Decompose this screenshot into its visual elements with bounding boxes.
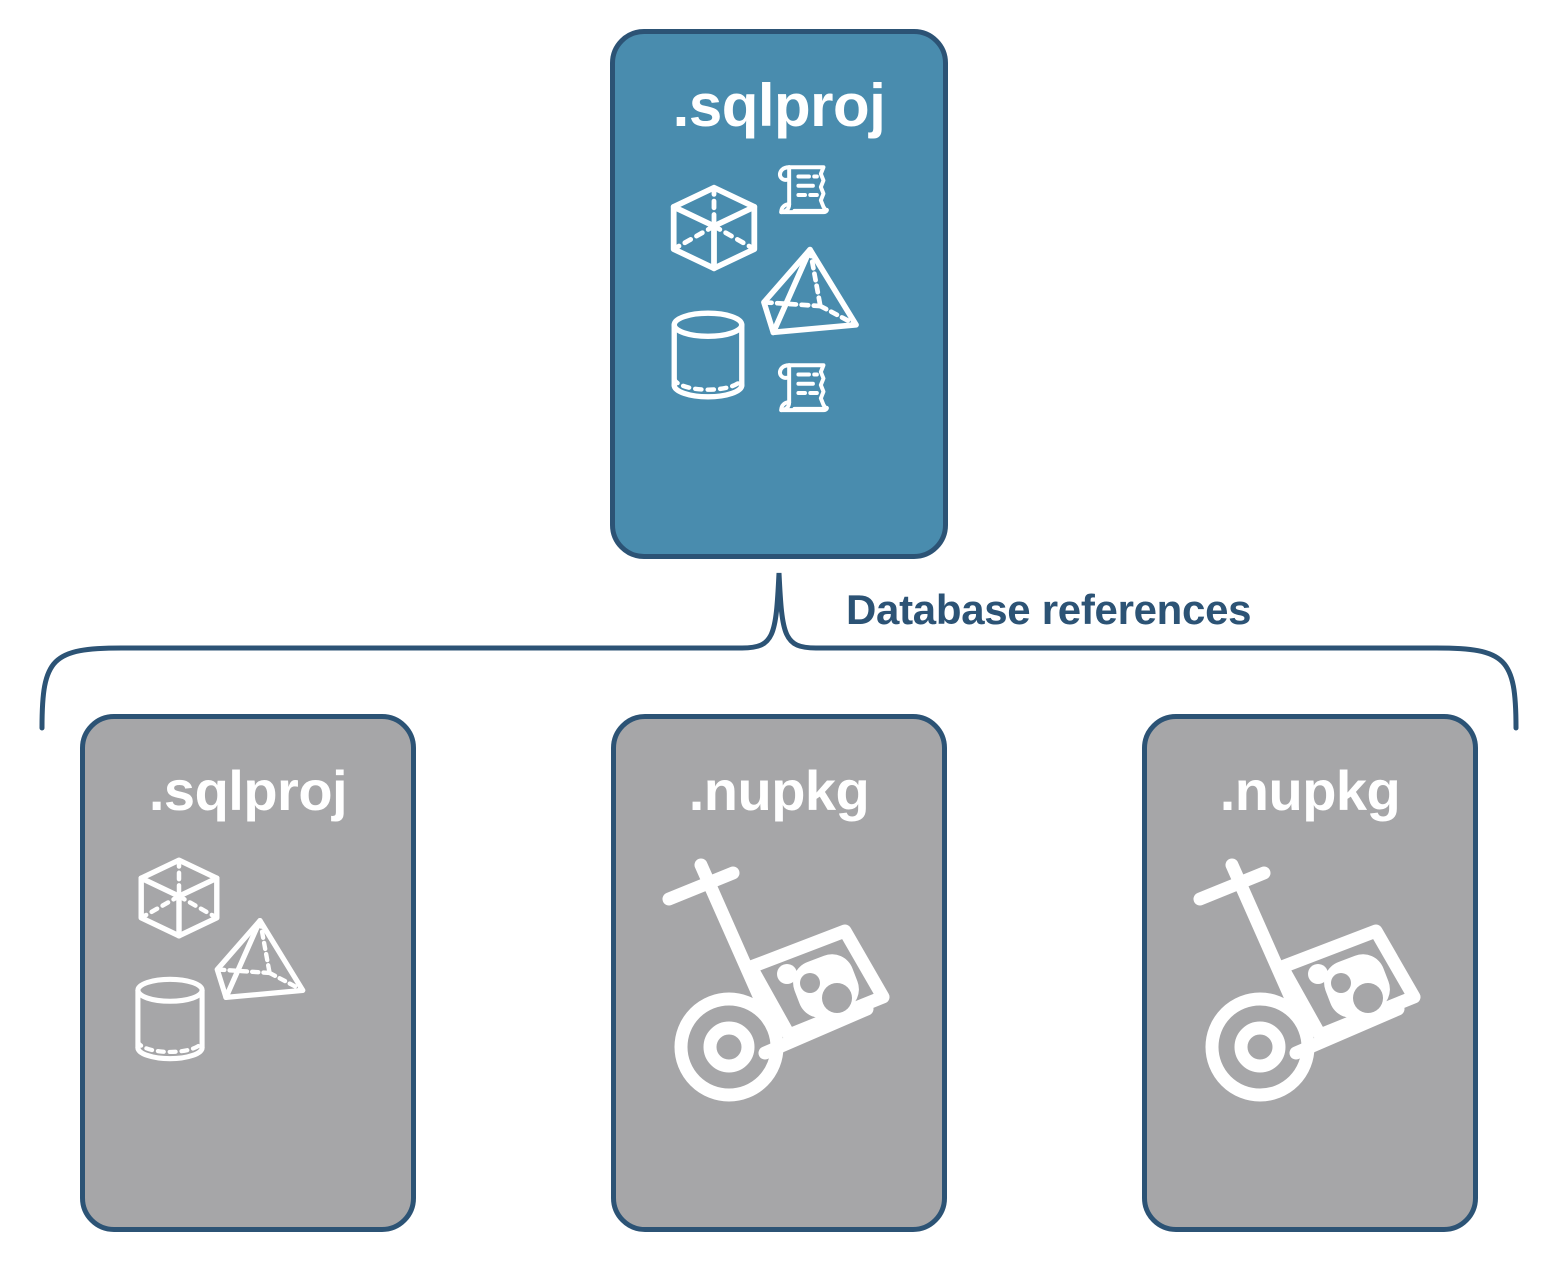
cylinder-icon: [668, 308, 748, 402]
cylinder-icon: [132, 975, 208, 1063]
node-reference-nupkg-1[interactable]: .nupkg: [611, 714, 947, 1232]
pyramid-icon: [212, 915, 308, 1003]
node-reference-nupkg-2[interactable]: .nupkg: [1142, 714, 1478, 1232]
reference-0-icon-group: [118, 853, 378, 1113]
hand-truck-package-icon: [655, 857, 905, 1107]
node-label-reference-2: .nupkg: [1219, 759, 1401, 822]
node-label-reference-0: .sqlproj: [148, 759, 348, 822]
pyramid-icon: [758, 244, 862, 338]
scroll-icon: [772, 356, 838, 422]
node-sqlproj-root[interactable]: .sqlproj: [610, 29, 948, 559]
reference-1-icon-group: [649, 853, 909, 1113]
node-label-root: .sqlproj: [672, 72, 886, 139]
node-reference-sqlproj[interactable]: .sqlproj: [80, 714, 416, 1232]
connector-label: Database references: [846, 586, 1252, 633]
cube-icon: [134, 853, 224, 943]
scroll-icon: [772, 158, 838, 224]
reference-2-icon-group: [1180, 853, 1440, 1113]
hand-truck-package-icon: [1186, 857, 1436, 1107]
root-icon-group: [654, 158, 904, 438]
node-label-reference-1: .nupkg: [688, 759, 870, 822]
cube-icon: [666, 180, 762, 276]
